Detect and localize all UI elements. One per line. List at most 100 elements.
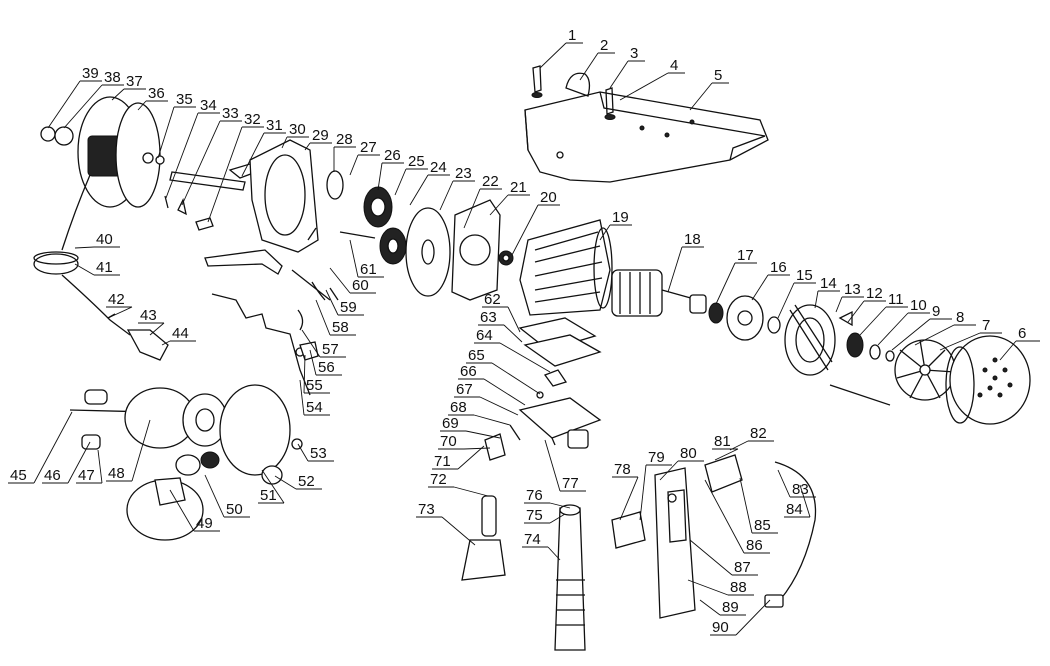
leader-line-86 <box>704 479 745 554</box>
leader-line-67 <box>479 396 519 416</box>
leader-line-51 <box>261 469 285 504</box>
leader-line-11 <box>859 306 887 336</box>
callout-label-87: 87 <box>734 559 751 576</box>
switch-box <box>484 317 602 461</box>
callout-label-56: 56 <box>318 359 335 376</box>
leader-line-76 <box>549 502 571 509</box>
leader-line-65 <box>491 362 541 395</box>
fan-cover <box>945 335 1031 425</box>
leader-line-36 <box>137 100 147 111</box>
motor-stator <box>519 219 613 316</box>
callout-label-69: 69 <box>442 415 459 432</box>
callout-label-38: 38 <box>104 69 121 86</box>
leader-line-25 <box>394 168 407 196</box>
callout-label-60: 60 <box>352 277 369 294</box>
callout-label-66: 66 <box>460 363 477 380</box>
leader-line-53 <box>297 443 309 462</box>
leader-line-12 <box>847 300 865 323</box>
callout-label-49: 49 <box>196 515 213 532</box>
leader-line-87 <box>689 539 733 576</box>
callout-label-1: 1 <box>568 27 576 44</box>
leader-line-62 <box>507 306 521 333</box>
leader-line-40 <box>74 246 95 249</box>
callout-label-5: 5 <box>714 67 722 84</box>
callout-label-62: 62 <box>484 291 501 308</box>
leader-line-73 <box>441 516 476 546</box>
leader-line-63 <box>503 324 523 343</box>
callout-label-64: 64 <box>476 327 493 344</box>
callout-label-78: 78 <box>614 461 631 478</box>
leader-line-81 <box>714 448 739 461</box>
leader-line-27 <box>349 154 359 176</box>
callout-label-40: 40 <box>96 231 113 248</box>
leader-line-44 <box>161 340 171 346</box>
leader-line-6 <box>999 340 1017 361</box>
callout-label-29: 29 <box>312 127 329 144</box>
callout-label-12: 12 <box>866 285 883 302</box>
callout-label-75: 75 <box>526 507 543 524</box>
leader-line-33 <box>181 120 221 206</box>
callout-label-86: 86 <box>746 537 763 554</box>
callout-label-61: 61 <box>360 261 377 278</box>
leader-line-43 <box>149 322 165 336</box>
leader-line-60 <box>329 267 351 294</box>
leader-line-52 <box>274 475 297 490</box>
callout-label-4: 4 <box>670 57 678 74</box>
leader-line-8 <box>914 324 955 346</box>
callout-label-80: 80 <box>680 445 697 462</box>
hook-weight-and-cable <box>33 174 169 361</box>
leader-line-2 <box>579 52 599 81</box>
leader-line-32 <box>207 126 243 223</box>
callout-label-2: 2 <box>600 37 608 54</box>
leader-line-85 <box>739 477 753 534</box>
callout-label-32: 32 <box>244 111 261 128</box>
callout-label-3: 3 <box>630 45 638 62</box>
callout-label-70: 70 <box>440 433 457 450</box>
callout-label-89: 89 <box>722 599 739 616</box>
leader-line-37 <box>111 88 125 101</box>
leader-line-74 <box>547 546 561 561</box>
callout-label-39: 39 <box>82 65 99 82</box>
callout-label-71: 71 <box>434 453 451 470</box>
leader-line-9 <box>891 318 931 351</box>
leader-line-38 <box>63 84 103 129</box>
leader-line-29 <box>304 142 311 151</box>
leader-line-19 <box>599 224 611 241</box>
leader-line-61 <box>349 239 359 278</box>
callout-label-57: 57 <box>322 341 339 358</box>
leader-line-20 <box>511 204 539 256</box>
leader-line-90 <box>735 599 771 636</box>
leader-line-7 <box>939 332 981 351</box>
callout-label-11: 11 <box>888 291 904 308</box>
leader-line-42 <box>107 306 133 319</box>
leader-line-5 <box>689 82 713 111</box>
callout-label-55: 55 <box>306 377 323 394</box>
leader-line-15 <box>777 282 795 319</box>
callout-label-42: 42 <box>108 291 125 308</box>
leader-line-66 <box>483 378 526 406</box>
leader-line-30 <box>281 136 288 149</box>
leader-line-1 <box>539 42 567 69</box>
bolt-and-clip <box>531 65 616 120</box>
callout-label-54: 54 <box>306 399 323 416</box>
leader-line-39 <box>47 80 81 129</box>
callout-label-17: 17 <box>737 247 754 264</box>
leader-lines <box>8 42 1040 636</box>
callout-label-73: 73 <box>418 501 435 518</box>
pulley-block <box>69 384 303 541</box>
callout-label-25: 25 <box>408 153 425 170</box>
callout-label-82: 82 <box>750 425 767 442</box>
leader-line-79 <box>639 464 647 521</box>
callout-label-26: 26 <box>384 147 401 164</box>
callout-label-67: 67 <box>456 381 473 398</box>
callout-label-85: 85 <box>754 517 771 534</box>
callout-label-33: 33 <box>222 105 239 122</box>
callout-label-47: 47 <box>78 467 95 484</box>
callout-label-18: 18 <box>684 231 701 248</box>
gear-train <box>339 186 514 301</box>
leader-line-59 <box>325 289 339 316</box>
leader-line-72 <box>453 486 489 497</box>
callout-label-10: 10 <box>910 297 927 314</box>
